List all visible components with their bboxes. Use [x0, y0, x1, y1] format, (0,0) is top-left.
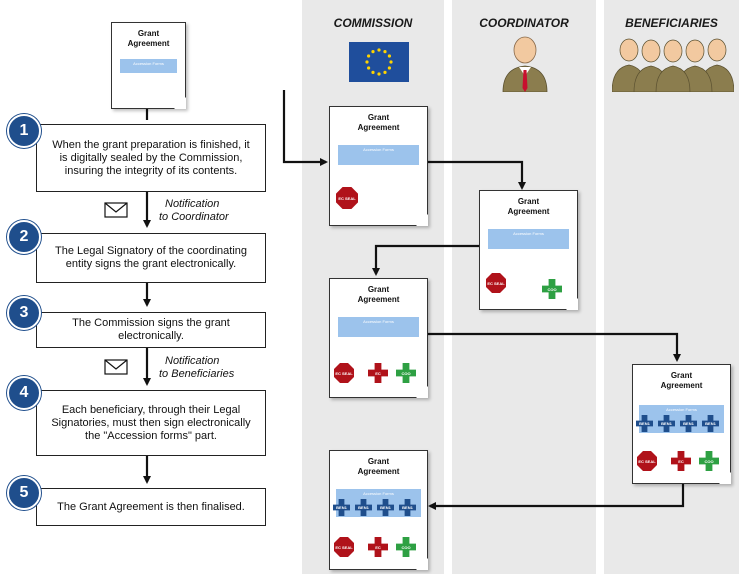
- beneficiaries-group-icon: [612, 38, 734, 92]
- coordinator-signature-icon: COO: [396, 363, 416, 383]
- step-3-number: 3: [7, 296, 41, 330]
- coordinator-signature-icon: COO: [542, 279, 562, 299]
- accession-form-block: Accession Forms: [120, 59, 177, 73]
- arrow-doc2-doc3: [372, 244, 479, 276]
- coordinator-signature-icon: COO: [396, 537, 416, 557]
- coordinator-signature-icon: COO: [699, 451, 719, 471]
- step-3-text: The Commission signs the grant electroni…: [72, 317, 230, 342]
- page-fold: [416, 386, 428, 398]
- notification-beneficiaries-line2: to Beneficiaries: [159, 368, 235, 380]
- step-5-text: The Grant Agreement is then finalised.: [57, 500, 245, 513]
- ec-seal-icon: EC SEAL: [486, 273, 506, 293]
- step-3-box: The Commission signs the grant electroni…: [36, 312, 266, 348]
- step-4-text: Each beneficiary, through their Legal Si…: [51, 403, 251, 442]
- page-fold: [566, 298, 578, 310]
- accession-form-block: Accession Forms: [488, 229, 569, 249]
- ec-signature-icon: EC: [671, 451, 691, 471]
- lane-header-beneficiaries: BENEFICIARIES: [625, 16, 718, 30]
- ec-seal-icon: EC SEAL: [336, 187, 358, 209]
- ec-signature-icon: EC: [368, 537, 388, 557]
- page-fold: [719, 472, 731, 484]
- notification-coordinator-line1: Notification: [165, 198, 220, 210]
- accession-form-block: Accession Forms: [338, 317, 419, 337]
- ec-seal-icon: EC SEAL: [334, 363, 354, 383]
- arrow-doc4-doc5: [428, 480, 685, 510]
- arrow-doc3-doc4: [427, 332, 681, 362]
- step-2-text: The Legal Signatory of the coordinating …: [54, 245, 248, 270]
- arrow-doc0-doc1: [282, 90, 328, 166]
- step-5-number: 5: [7, 476, 41, 510]
- page-fold: [416, 214, 428, 226]
- ec-signature-icon: EC: [368, 363, 388, 383]
- step-2-number: 2: [7, 220, 41, 254]
- lane-header-commission: COMMISSION: [333, 16, 413, 30]
- eu-flag-icon: [349, 42, 409, 82]
- accession-form-block: Accession Forms: [338, 145, 419, 165]
- notification-coordinator-line2: to Coordinator: [159, 211, 229, 223]
- step-1-text: When the grant preparation is finished, …: [52, 138, 250, 177]
- step-4-box: Each beneficiary, through their Legal Si…: [36, 390, 266, 456]
- step-5-box: The Grant Agreement is then finalised.: [36, 488, 266, 526]
- ec-seal-icon: EC SEAL: [637, 451, 657, 471]
- step-1-number: 1: [7, 114, 41, 148]
- notification-coordinator: Notification to Coordinator: [159, 198, 229, 224]
- step-2-box: The Legal Signatory of the coordinating …: [36, 233, 266, 283]
- arrow-doc1-doc2: [426, 160, 526, 190]
- step-4-number: 4: [7, 376, 41, 410]
- envelope-icon: [104, 202, 128, 375]
- page-fold: [174, 97, 186, 109]
- lane-header-coordinator: COORDINATOR: [479, 16, 569, 30]
- coordinator-person-icon: [502, 36, 548, 92]
- notification-beneficiaries-line1: Notification: [165, 355, 220, 367]
- step-1-box: When the grant preparation is finished, …: [36, 124, 266, 192]
- notification-beneficiaries: Notification to Beneficiaries: [159, 355, 234, 381]
- page-fold: [416, 558, 428, 570]
- ec-seal-icon: EC SEAL: [334, 537, 354, 557]
